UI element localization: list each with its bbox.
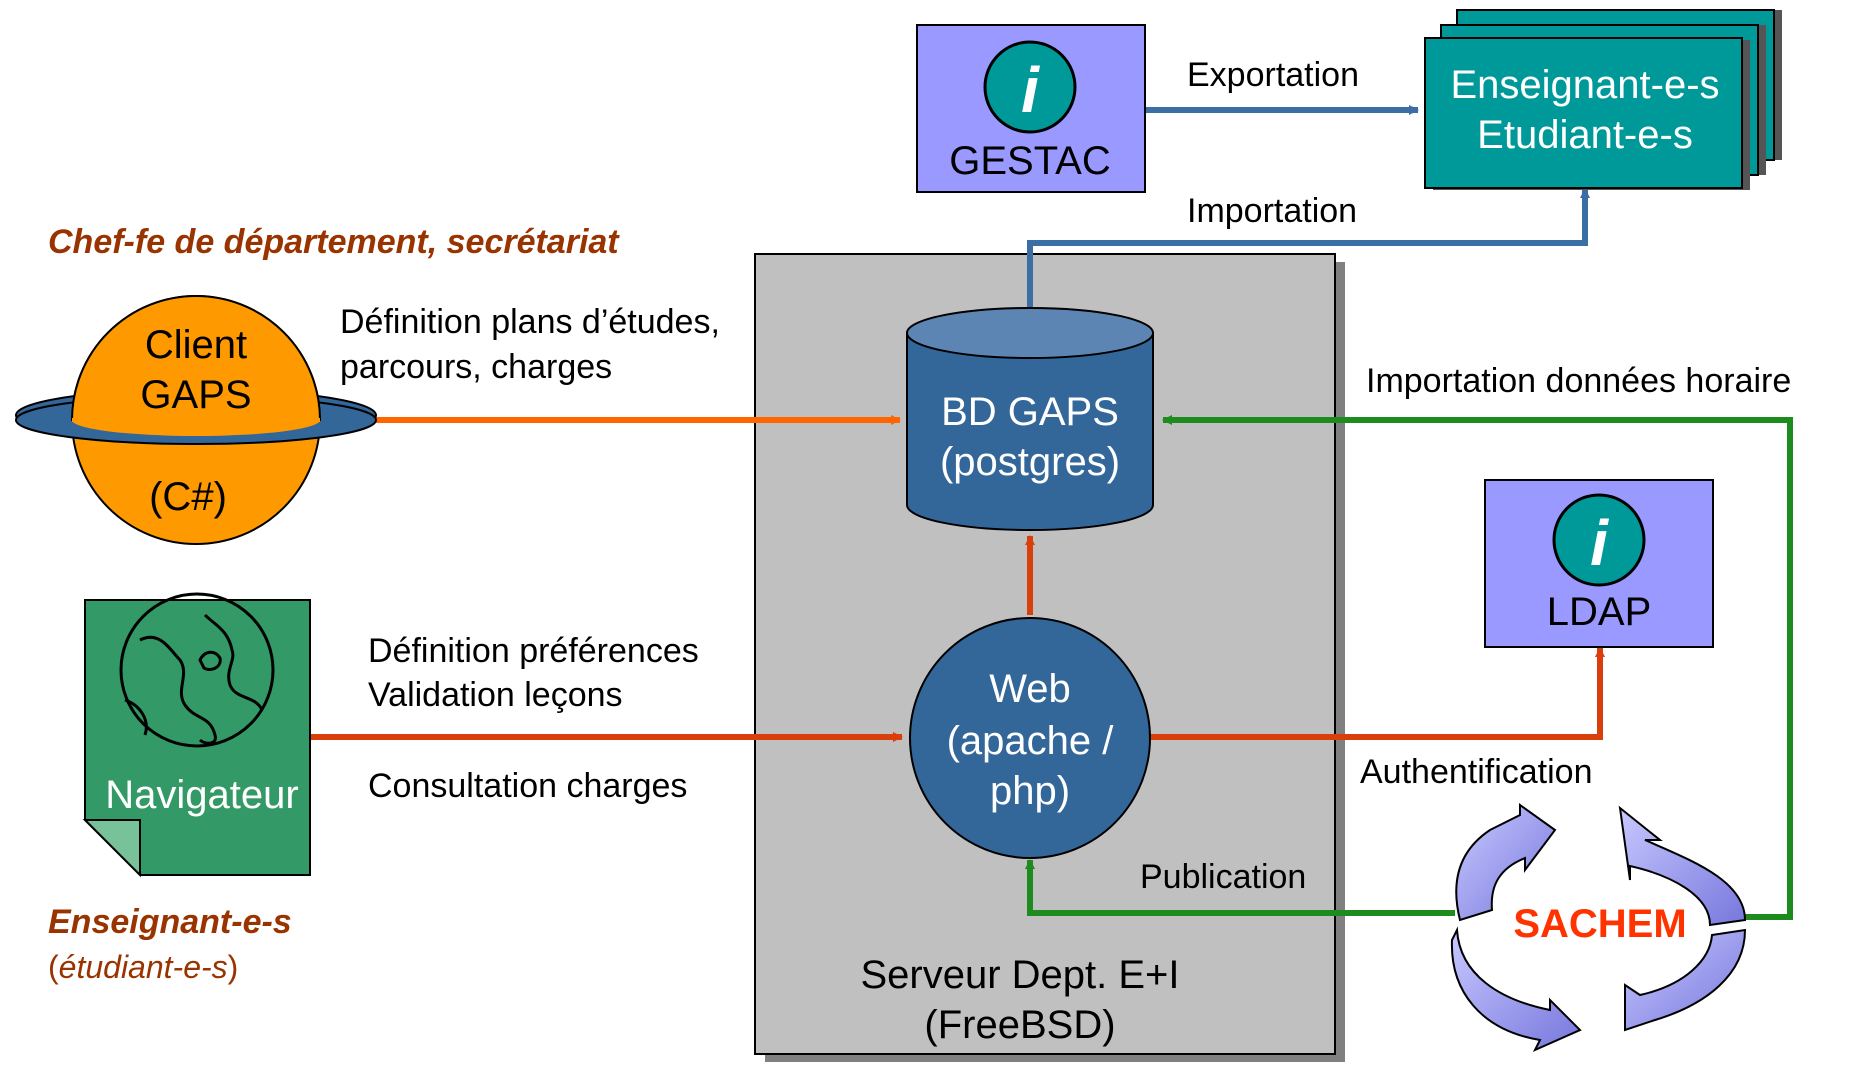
info-icon: i bbox=[1552, 493, 1646, 587]
edge-label-consultation: Consultation charges bbox=[368, 767, 687, 805]
web-server-node: Web (apache / php) bbox=[909, 617, 1151, 859]
ldap-label: LDAP bbox=[1547, 590, 1652, 634]
web-label-line1: Web bbox=[989, 667, 1071, 711]
cycle-icon bbox=[1450, 803, 1747, 1053]
enseignants-role-label: Enseignant-e-s bbox=[48, 903, 292, 941]
database-label-line2: (postgres) bbox=[940, 440, 1120, 484]
gestac-label: GESTAC bbox=[949, 139, 1111, 183]
client-label-line1: Client bbox=[145, 323, 247, 367]
edge-label-validation: Validation leçons bbox=[368, 676, 623, 714]
database-node: BD GAPS (postgres) bbox=[906, 307, 1154, 531]
people-label-line2: Etudiant-e-s bbox=[1477, 113, 1693, 157]
navigateur-label: Navigateur bbox=[105, 773, 298, 817]
edge-label-definition-plans-1: Définition plans d’études, bbox=[340, 303, 720, 341]
gestac-node: i GESTAC bbox=[916, 24, 1146, 193]
edge-label-exportation: Exportation bbox=[1187, 56, 1359, 94]
etudiants-role-label: (étudiant-e-s) bbox=[48, 949, 238, 985]
database-label-line1: BD GAPS bbox=[941, 390, 1119, 434]
client-label-line2: GAPS bbox=[140, 373, 251, 417]
edge-label-definition-plans-2: parcours, charges bbox=[340, 348, 612, 386]
edge-label-publication: Publication bbox=[1140, 858, 1306, 896]
client-lang-label: (C#) bbox=[149, 475, 227, 519]
info-icon: i bbox=[983, 40, 1077, 134]
navigateur-node: Navigateur bbox=[82, 592, 311, 878]
edge-db-import bbox=[1027, 188, 1590, 322]
server-label-line1: Serveur Dept. E+I bbox=[860, 953, 1179, 997]
web-label-line2: (apache / bbox=[947, 719, 1115, 763]
edge-label-importation: Importation bbox=[1187, 192, 1357, 230]
edge-web-to-ldap bbox=[1149, 647, 1605, 740]
chef-role-label: Chef-fe de département, secrétariat bbox=[48, 223, 620, 261]
svg-text:i: i bbox=[1021, 54, 1040, 126]
edge-label-definition-pref: Définition préférences bbox=[368, 632, 699, 670]
edge-label-import-horaire: Importation données horaire bbox=[1366, 362, 1791, 400]
globe-icon bbox=[119, 592, 275, 748]
web-label-line3: php) bbox=[990, 769, 1070, 813]
server-label-line2: (FreeBSD) bbox=[924, 1003, 1115, 1047]
edge-sachem-to-web bbox=[1025, 859, 1455, 916]
edge-label-authentification: Authentification bbox=[1360, 753, 1593, 791]
edge-sachem-to-db bbox=[1162, 415, 1793, 920]
people-label-line1: Enseignant-e-s bbox=[1450, 63, 1719, 107]
people-node: Enseignant-e-s Etudiant-e-s bbox=[1424, 9, 1782, 190]
sachem-node: SACHEM bbox=[1450, 803, 1747, 1053]
ldap-node: i LDAP bbox=[1484, 479, 1714, 648]
svg-text:i: i bbox=[1590, 507, 1609, 579]
sachem-label: SACHEM bbox=[1513, 902, 1686, 946]
client-gaps-node: Client GAPS (C#) bbox=[15, 295, 377, 545]
